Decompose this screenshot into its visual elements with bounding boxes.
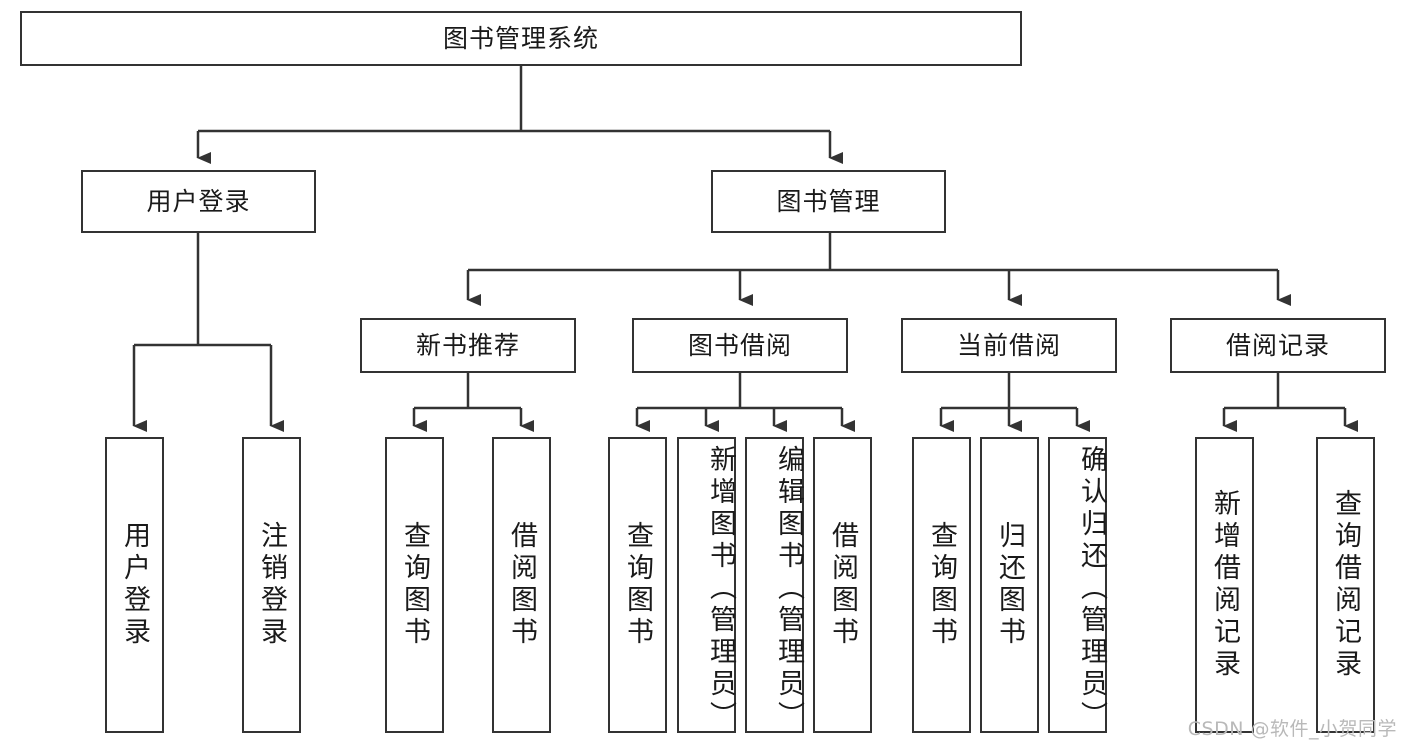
leaf-new-book-borrow[interactable]: 借阅图书: [492, 437, 551, 733]
leaf-book-borrow-add[interactable]: 新增图书（管理员）: [677, 437, 736, 733]
leaf-book-borrow-borrow[interactable]: 借阅图书: [813, 437, 872, 733]
leaf-book-borrow-query[interactable]: 查询图书: [608, 437, 667, 733]
leaf-current-borrow-confirm-return[interactable]: 确认归还（管理员）: [1048, 437, 1107, 733]
node-user-login[interactable]: 用户登录: [81, 170, 316, 233]
leaf-book-borrow-edit[interactable]: 编辑图书（管理员）: [745, 437, 804, 733]
node-root-system[interactable]: 图书管理系统: [20, 11, 1022, 66]
node-borrow-record[interactable]: 借阅记录: [1170, 318, 1386, 373]
leaf-current-borrow-return[interactable]: 归还图书: [980, 437, 1039, 733]
node-book-borrow[interactable]: 图书借阅: [632, 318, 848, 373]
leaf-user-login-logout[interactable]: 注销登录: [242, 437, 301, 733]
leaf-borrow-record-add[interactable]: 新增借阅记录: [1195, 437, 1254, 733]
node-current-borrow[interactable]: 当前借阅: [901, 318, 1117, 373]
leaf-borrow-record-query[interactable]: 查询借阅记录: [1316, 437, 1375, 733]
node-new-book-recommend[interactable]: 新书推荐: [360, 318, 576, 373]
node-book-management[interactable]: 图书管理: [711, 170, 946, 233]
leaf-current-borrow-query[interactable]: 查询图书: [912, 437, 971, 733]
leaf-user-login-login[interactable]: 用户登录: [105, 437, 164, 733]
watermark: CSDN @软件_小贺同学: [1187, 718, 1397, 740]
leaf-new-book-query[interactable]: 查询图书: [385, 437, 444, 733]
